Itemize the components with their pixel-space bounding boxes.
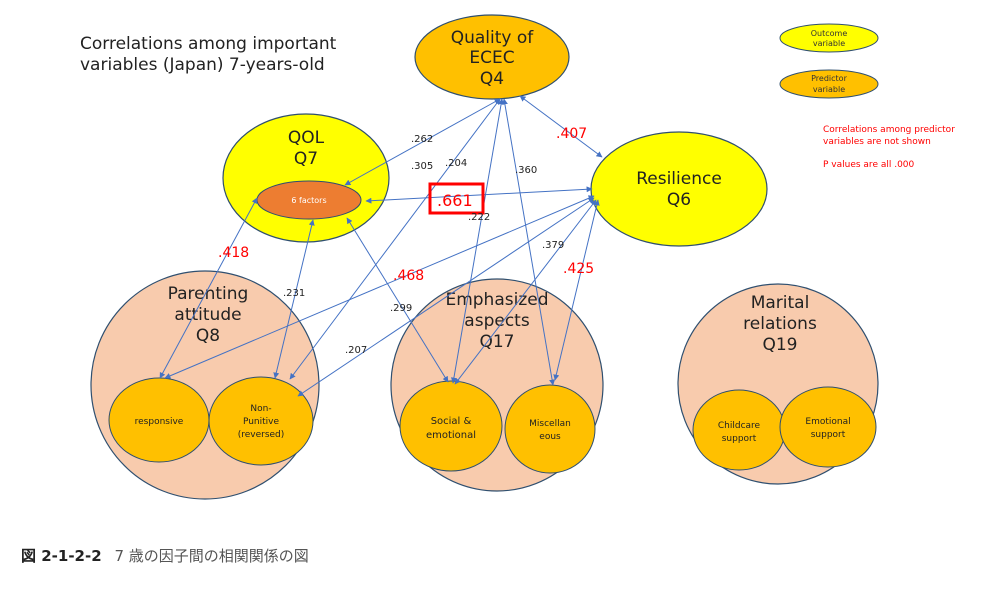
figure-number: 図 2-1-2-2: [21, 547, 102, 565]
note-line1: Correlations among predictor: [823, 125, 955, 135]
nonpunitive-label-1: Non-: [250, 404, 271, 414]
legend-outcome-swatch: [779, 23, 879, 53]
qol-label-1: QOL: [288, 128, 325, 148]
ecec-label-2: ECEC: [469, 48, 514, 68]
responsive-label: responsive: [135, 417, 184, 427]
corr-label-379: .379: [542, 240, 564, 251]
marital-label-3: Q19: [762, 335, 797, 355]
legend: Outcome variable Predictor variable: [779, 23, 879, 99]
six-factors-label: 6 factors: [291, 196, 326, 205]
marital-label-2: relations: [743, 314, 817, 334]
corr-label-231: .231: [283, 288, 305, 299]
miscellaneous-node: [504, 384, 596, 474]
corr-label-418: .418: [218, 245, 249, 261]
figure-caption-text: 7 歳の因子間の相関関係の図: [114, 547, 309, 565]
figure-caption: 図 2-1-2-2 7 歳の因子間の相関関係の図: [21, 545, 309, 566]
resilience-node: [590, 131, 768, 247]
social-label-2: emotional: [426, 430, 476, 441]
legend-predictor-label-2: variable: [813, 85, 845, 94]
emotional-label-2: support: [811, 430, 846, 440]
social-label-1: Social &: [431, 416, 472, 427]
nonpunitive-label-3: (reversed): [238, 430, 285, 440]
corr-label-207: .207: [345, 345, 367, 356]
ecec-label-1: Quality of: [451, 28, 535, 48]
arrow-sixfactors-responsive: [159, 197, 258, 379]
resilience-label-2: Q6: [667, 190, 691, 210]
arrow-sixfactors-resilience: [365, 186, 593, 204]
note-line3: P values are all .000: [823, 160, 915, 170]
corr-label-305: .305: [411, 161, 433, 172]
legend-predictor-label-1: Predictor: [811, 74, 847, 83]
legend-outcome-label-2: variable: [813, 39, 845, 48]
highlight-box-661: [428, 182, 485, 215]
arrow-resilience-misc: [553, 199, 600, 381]
corr-label-407: .407: [556, 126, 587, 142]
arrow-ecec-resilience: [519, 95, 603, 158]
emotional-label-1: Emotional: [805, 417, 850, 427]
parenting-label-2: attitude: [174, 305, 241, 325]
corr-label-222: .222: [468, 212, 490, 223]
correlation-arrows: [159, 95, 603, 397]
corr-label-299: .299: [390, 303, 412, 314]
legend-outcome-label-1: Outcome: [811, 29, 848, 38]
corr-label-425: .425: [563, 261, 594, 277]
corr-label-262: .262: [411, 134, 433, 145]
ecec-label-3: Q4: [480, 69, 504, 89]
childcare-label-2: support: [722, 434, 757, 444]
diagram-title-line1: Correlations among important: [80, 34, 337, 54]
parenting-label-3: Q8: [196, 326, 220, 346]
qol-label-2: Q7: [294, 149, 318, 169]
diagram-title-line2: variables (Japan) 7-years-old: [80, 55, 325, 75]
arrow-sixfactors-social: [346, 217, 449, 383]
parenting-label-1: Parenting: [168, 284, 249, 304]
emphasized-label-2: aspects: [464, 311, 530, 331]
misc-label-2: eous: [539, 432, 561, 442]
legend-predictor-swatch: [779, 69, 879, 99]
childcare-label-1: Childcare: [718, 421, 761, 431]
marital-label-1: Marital: [751, 293, 810, 313]
corr-label-204: .204: [445, 158, 467, 169]
note-line2: variables are not shown: [823, 137, 931, 147]
arrow-sixfactors-nonpunitive: [273, 219, 315, 379]
emotional-support-node: [779, 386, 877, 468]
corr-label-360: .360: [515, 165, 537, 176]
emphasized-label-3: Q17: [479, 332, 514, 352]
emphasized-label-1: Emphasized: [445, 290, 548, 310]
corr-label-468: .468: [393, 268, 424, 284]
misc-label-1: Miscellan: [529, 419, 571, 429]
corr-label-661: .661: [437, 191, 473, 210]
resilience-label-1: Resilience: [636, 169, 722, 189]
nonpunitive-label-2: Punitive: [243, 417, 280, 427]
